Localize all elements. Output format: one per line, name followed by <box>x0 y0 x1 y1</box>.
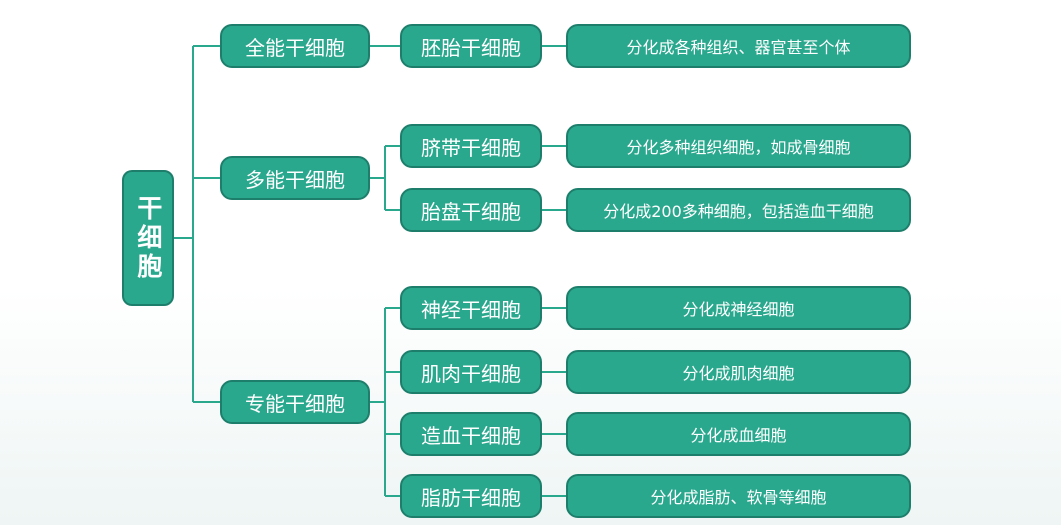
type-label: 脂肪干细胞 <box>421 485 521 510</box>
description-text: 分化成血细胞 <box>690 426 787 445</box>
description-text: 分化成肌肉细胞 <box>682 364 795 383</box>
type-node-embryonic: 胚胎干细胞 <box>400 24 542 68</box>
connector-root <box>174 45 220 403</box>
type-node-neural: 神经干细胞 <box>400 286 542 330</box>
type-node-hematopoietic: 造血干细胞 <box>400 412 542 456</box>
description-text: 分化多种组织细胞，如成骨细胞 <box>626 138 851 157</box>
connector-descriptions <box>542 45 566 497</box>
description-node-hematopoietic: 分化成血细胞 <box>566 412 911 456</box>
type-node-placental: 胎盘干细胞 <box>400 188 542 232</box>
category-label: 全能干细胞 <box>245 35 345 60</box>
category-node-totipotent: 全能干细胞 <box>220 24 370 68</box>
connector-unipotent <box>370 307 400 497</box>
root-node-label: 干细胞 <box>133 194 163 282</box>
description-text: 分化成各种组织、器官甚至个体 <box>626 38 851 57</box>
category-label: 专能干细胞 <box>245 391 345 416</box>
type-label: 造血干细胞 <box>421 423 521 448</box>
description-node-muscle: 分化成肌肉细胞 <box>566 350 911 394</box>
description-node-placental: 分化成200多种细胞，包括造血干细胞 <box>566 188 911 232</box>
description-text: 分化成神经细胞 <box>682 300 795 319</box>
description-text: 分化成脂肪、软骨等细胞 <box>650 488 827 507</box>
category-node-pluripotent: 多能干细胞 <box>220 156 370 200</box>
type-label: 胎盘干细胞 <box>421 199 521 224</box>
type-node-umbilical: 脐带干细胞 <box>400 124 542 168</box>
type-node-adipose: 脂肪干细胞 <box>400 474 542 518</box>
description-node-neural: 分化成神经细胞 <box>566 286 911 330</box>
type-label: 胚胎干细胞 <box>421 35 521 60</box>
description-node-embryonic: 分化成各种组织、器官甚至个体 <box>566 24 911 68</box>
description-node-umbilical: 分化多种组织细胞，如成骨细胞 <box>566 124 911 168</box>
connector-pluripotent <box>370 145 400 211</box>
type-label: 脐带干细胞 <box>421 135 521 160</box>
root-node-stem-cell: 干细胞 <box>122 170 174 306</box>
category-node-unipotent: 专能干细胞 <box>220 380 370 424</box>
description-node-adipose: 分化成脂肪、软骨等细胞 <box>566 474 911 518</box>
description-text: 分化成200多种细胞，包括造血干细胞 <box>603 202 874 221</box>
type-label: 肌肉干细胞 <box>421 361 521 386</box>
category-label: 多能干细胞 <box>245 167 345 192</box>
type-label: 神经干细胞 <box>421 297 521 322</box>
type-node-muscle: 肌肉干细胞 <box>400 350 542 394</box>
